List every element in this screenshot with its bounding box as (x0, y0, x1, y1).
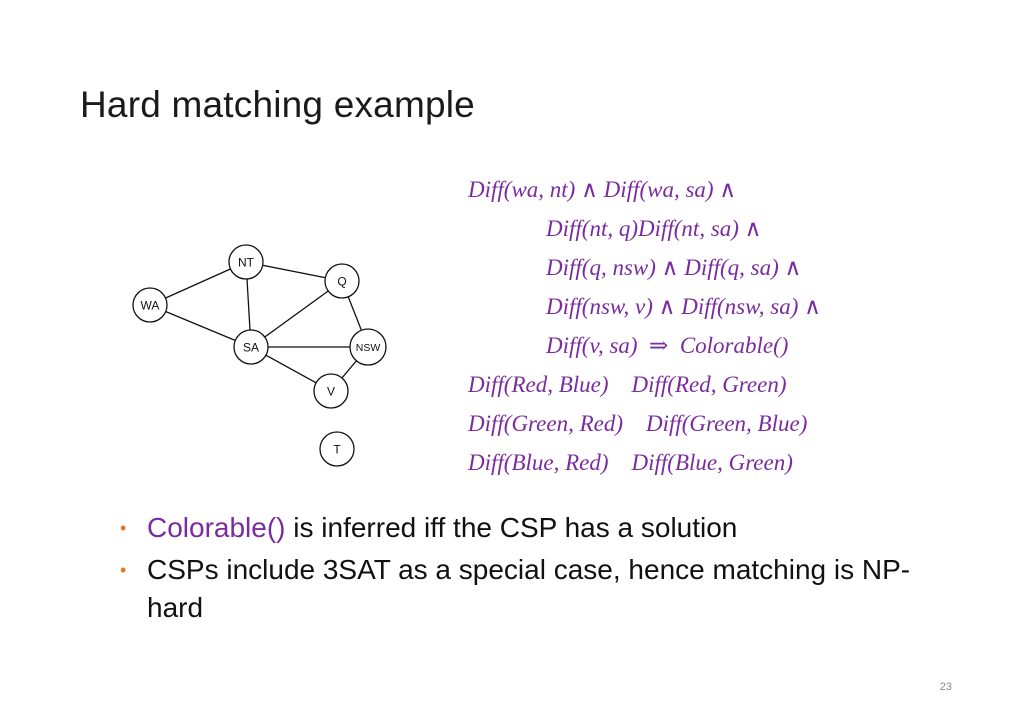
formula-line: Diff(nsw, v) ∧ Diff(nsw, sa) ∧ (546, 294, 821, 319)
formula-line: Diff(Green, Red) Diff(Green, Blue) (468, 411, 808, 436)
constraint-graph-svg: WA NT Q SA NSW V T (132, 244, 387, 467)
bullet-item: • CSPs include 3SAT as a special case, h… (118, 551, 958, 627)
formula-line: Diff(Blue, Red) Diff(Blue, Green) (468, 450, 793, 475)
node-t: T (319, 431, 355, 467)
slide-title: Hard matching example (80, 84, 475, 125)
constraint-graph: WA NT Q SA NSW V T (120, 236, 400, 476)
svg-text:NSW: NSW (356, 342, 381, 354)
svg-text:Q: Q (337, 275, 346, 289)
page-number: 23 (939, 681, 952, 693)
bullet-dot-icon: • (120, 518, 127, 538)
node-v: V (313, 373, 349, 409)
colorable-term: Colorable() (147, 512, 286, 543)
edge-sa-q (250, 280, 343, 348)
node-q: Q (324, 263, 360, 299)
svg-text:WA: WA (141, 299, 160, 313)
node-wa: WA (132, 287, 168, 323)
logic-formulas: Diff(wa, nt) ∧ Diff(wa, sa) ∧ Diff(nt, q… (468, 170, 988, 482)
bullet-text: CSPs include 3SAT as a special case, hen… (147, 554, 911, 623)
formula-line: Diff(v, sa) ⇒ Colorable() (546, 333, 789, 358)
formula-line: Diff(q, nsw) ∧ Diff(q, sa) ∧ (546, 255, 802, 280)
bullet-list: • Colorable() is inferred iff the CSP ha… (118, 509, 958, 631)
bullet-item: • Colorable() is inferred iff the CSP ha… (118, 509, 958, 547)
svg-text:V: V (327, 385, 335, 399)
svg-text:NT: NT (238, 256, 255, 270)
node-nsw: NSW (349, 328, 387, 366)
formula-line: Diff(wa, nt) ∧ Diff(wa, sa) ∧ (468, 177, 737, 202)
node-sa: SA (233, 329, 269, 365)
bullet-dot-icon: • (120, 560, 127, 580)
edge-wa-sa (149, 304, 252, 348)
bullet-text: is inferred iff the CSP has a solution (285, 512, 738, 543)
formula-line: Diff(nt, q)Diff(nt, sa) ∧ (546, 216, 762, 241)
node-nt: NT (228, 244, 264, 280)
svg-text:T: T (333, 443, 341, 457)
svg-text:SA: SA (243, 341, 259, 355)
formula-line: Diff(Red, Blue) Diff(Red, Green) (468, 372, 787, 397)
